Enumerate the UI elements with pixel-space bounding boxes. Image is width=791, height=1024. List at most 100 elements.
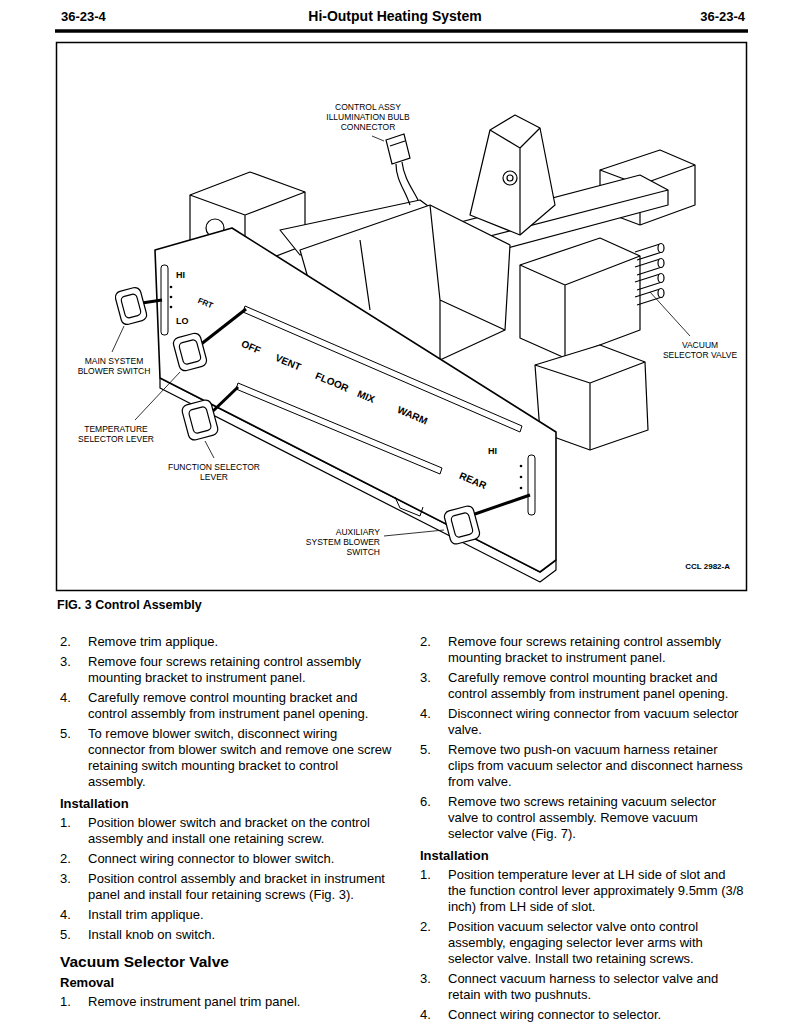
face-plate bbox=[161, 265, 168, 335]
step-number: 5. bbox=[420, 742, 431, 758]
step-text: Position temperature lever at LH side of… bbox=[448, 867, 746, 915]
figure-caption: FIG. 3 Control Assembly bbox=[57, 598, 202, 612]
lever-knob bbox=[443, 505, 481, 546]
step-text: Carefully remove control mounting bracke… bbox=[88, 690, 395, 722]
lever-knob bbox=[114, 286, 148, 326]
face-plate bbox=[528, 455, 535, 515]
page-number: 36-23-4 bbox=[700, 9, 745, 25]
control-assembly-body bbox=[490, 128, 540, 235]
step-text: Carefully remove control mounting bracke… bbox=[448, 670, 746, 702]
step-text: Remove two push-on vacuum harness retain… bbox=[448, 742, 746, 790]
control-assembly-body bbox=[658, 259, 664, 268]
step-number: 3. bbox=[420, 670, 431, 686]
section-heading: Installation bbox=[60, 796, 395, 812]
lever-knob bbox=[142, 300, 162, 303]
step-number: 4. bbox=[420, 706, 431, 722]
callout-label: MAIN SYSTEM BLOWER SWITCH bbox=[70, 356, 158, 376]
step-number: 2. bbox=[60, 851, 71, 867]
lever-knob bbox=[450, 512, 473, 538]
lever-knob bbox=[200, 309, 246, 345]
step-number: 6. bbox=[420, 794, 431, 810]
section-title: Vacuum Selector Valve bbox=[60, 952, 395, 971]
step-text: Connect vacuum harness to selector valve… bbox=[448, 971, 746, 1003]
step-number: 5. bbox=[60, 927, 71, 943]
control-assembly-body bbox=[520, 256, 640, 358]
face-plate bbox=[236, 383, 442, 474]
step-number: 2. bbox=[420, 634, 431, 650]
callout-label: VACUUM SELECTOR VALVE bbox=[660, 340, 740, 360]
callout-label: FUNCTION SELECTOR LEVER bbox=[168, 462, 260, 482]
leader-line bbox=[384, 530, 444, 536]
control-assembly-body bbox=[658, 244, 664, 253]
control-assembly-body bbox=[503, 171, 517, 185]
step-text: Position control assembly and bracket in… bbox=[88, 871, 395, 903]
leader-line bbox=[650, 292, 690, 336]
face-plate bbox=[243, 306, 522, 432]
leader-line bbox=[112, 326, 124, 352]
control-assembly-body bbox=[658, 274, 664, 283]
step-number: 5. bbox=[60, 726, 71, 742]
step-text: Disconnect wiring connector from vacuum … bbox=[448, 706, 746, 738]
section-heading: Installation bbox=[420, 848, 746, 864]
step-number: 4. bbox=[60, 907, 71, 923]
step-text: Install trim applique. bbox=[88, 907, 395, 923]
lever-knob bbox=[114, 286, 148, 326]
callout-label: TEMPERATURE SELECTOR LEVER bbox=[70, 424, 162, 444]
lever-knob bbox=[172, 332, 208, 372]
callout-label: AUXILIARY SYSTEM BLOWER SWITCH bbox=[300, 527, 380, 557]
control-assembly-body bbox=[470, 115, 555, 235]
face-plate bbox=[155, 228, 556, 572]
face-plate bbox=[170, 306, 173, 309]
face-plate bbox=[155, 228, 556, 582]
step-text: To remove blower switch, disconnect wiri… bbox=[88, 726, 395, 790]
step-text: Connect wiring connector to selector. bbox=[448, 1007, 746, 1023]
step-text: Position blower switch and bracket on th… bbox=[88, 815, 395, 847]
step-text: Remove trim applique. bbox=[88, 634, 395, 650]
step-text: Position vacuum selector valve onto cont… bbox=[448, 919, 746, 967]
step-number: 4. bbox=[60, 690, 71, 706]
panel-marking: HI bbox=[176, 270, 185, 281]
illumination-connector bbox=[386, 134, 410, 164]
step-number: 2. bbox=[60, 634, 71, 650]
control-assembly-body bbox=[635, 244, 662, 305]
step-text: Remove instrument panel trim panel. bbox=[88, 994, 395, 1010]
lever-knob bbox=[181, 399, 219, 442]
callout-label: CONTROL ASSY ILLUMINATION BULB CONNECTOR bbox=[318, 102, 418, 132]
leader-line bbox=[112, 136, 690, 536]
step-text: Remove two screws retaining vacuum selec… bbox=[448, 794, 746, 842]
step-number: 3. bbox=[60, 871, 71, 887]
panel-marking: LO bbox=[176, 316, 189, 327]
face-plate bbox=[170, 286, 173, 289]
step-number: 2. bbox=[420, 919, 431, 935]
page-rule bbox=[57, 43, 747, 591]
face-plate bbox=[395, 497, 423, 516]
step-text: Remove four screws retaining control ass… bbox=[88, 654, 395, 686]
lever-knob bbox=[472, 495, 530, 515]
control-assembly-body bbox=[658, 289, 664, 298]
face-plate bbox=[520, 476, 523, 479]
lever-knob bbox=[120, 293, 141, 318]
illumination-connector bbox=[390, 141, 405, 146]
leader-line bbox=[135, 372, 180, 420]
step-number: 1. bbox=[420, 867, 431, 883]
page-title: Hi-Output Heating System bbox=[308, 8, 481, 24]
face-plate bbox=[520, 465, 523, 468]
step-text: Remove four screws retaining control ass… bbox=[448, 634, 746, 666]
lever-knob bbox=[172, 332, 208, 372]
control-assembly-body bbox=[507, 175, 513, 181]
leader-line bbox=[372, 136, 384, 141]
step-number: 1. bbox=[60, 815, 71, 831]
step-number: 1. bbox=[60, 994, 71, 1010]
step-text: Connect wiring connector to blower switc… bbox=[88, 851, 395, 867]
lever-knob bbox=[178, 339, 201, 365]
face-plate bbox=[520, 487, 523, 490]
lever-knob bbox=[188, 406, 212, 434]
control-assembly-body bbox=[520, 238, 640, 358]
step-number: 3. bbox=[420, 971, 431, 987]
callout-label: CCL 2982-A bbox=[640, 562, 730, 572]
illumination-connector bbox=[386, 134, 418, 205]
panel-marking: HI bbox=[488, 446, 497, 457]
lever-knob bbox=[114, 286, 530, 545]
section-heading: Removal bbox=[60, 975, 395, 991]
